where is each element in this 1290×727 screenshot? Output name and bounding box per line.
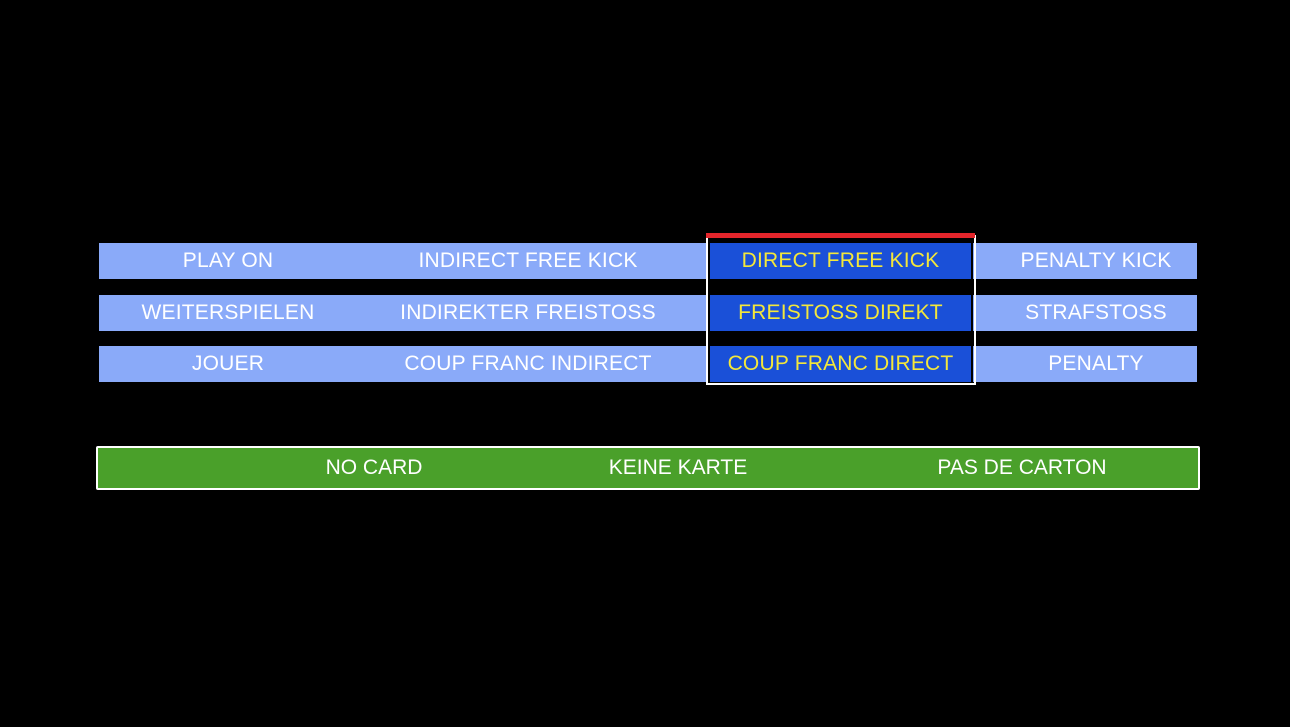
option-play-on-de[interactable]: WEITERSPIELEN (141, 301, 315, 324)
option-penalty-kick-fr[interactable]: PENALTY (1048, 352, 1144, 375)
selected-cell-fill (710, 346, 971, 382)
no-card-button[interactable] (96, 446, 1200, 490)
no-card-label-de: KEINE KARTE (608, 456, 748, 479)
option-indirect-free-kick-fr[interactable]: COUP FRANC INDIRECT (404, 352, 652, 375)
selected-column-indicator (706, 233, 975, 238)
row-band-german (99, 295, 1197, 331)
no-card-label-fr: PAS DE CARTON (937, 456, 1107, 479)
row-band-english (99, 243, 1197, 279)
option-indirect-free-kick-de[interactable]: INDIREKTER FREISTOSS (400, 301, 656, 324)
option-penalty-kick[interactable]: PENALTY KICK (1020, 249, 1172, 272)
option-penalty-kick-de[interactable]: STRAFSTOSS (1025, 301, 1167, 324)
option-direct-free-kick-fr[interactable]: COUP FRANC DIRECT (727, 352, 954, 375)
no-card-label-en: NO CARD (325, 456, 423, 479)
option-play-on[interactable]: PLAY ON (182, 249, 274, 272)
selected-cell-fill (710, 295, 971, 331)
selected-column-frame (706, 235, 976, 385)
option-direct-free-kick-de[interactable]: FREISTOSS DIREKT (738, 301, 943, 324)
selected-cell-fill (710, 243, 971, 279)
row-band-french (99, 346, 1197, 382)
option-direct-free-kick[interactable]: DIRECT FREE KICK (741, 249, 940, 272)
option-indirect-free-kick[interactable]: INDIRECT FREE KICK (418, 249, 638, 272)
option-play-on-fr[interactable]: JOUER (191, 352, 265, 375)
